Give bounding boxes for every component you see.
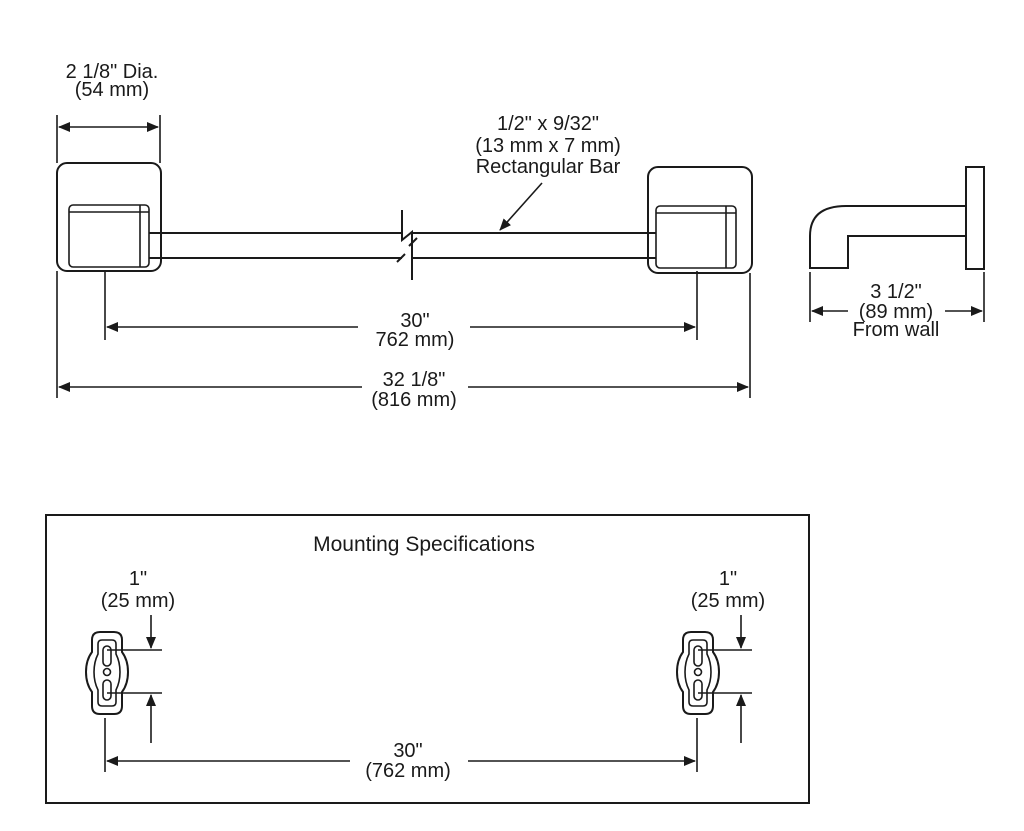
post-diameter-label-1: 2 1/8" Dia. (66, 61, 159, 83)
left-post-base (56, 162, 162, 272)
left-mounting-bracket (84, 631, 130, 715)
break-symbol (396, 210, 418, 280)
mounting-frame (45, 514, 810, 804)
centers-label-1: 30" (400, 310, 429, 332)
rectangular-bar-left (149, 232, 402, 259)
left-offset-label-2: (25 mm) (101, 590, 175, 612)
bar-size-label-2: (13 mm x 7 mm) (475, 135, 621, 157)
side-wall-plate (965, 166, 985, 270)
front-view: 2 1/8" Dia. (54 mm) 1/2" x 9/32" (13 mm … (56, 61, 753, 411)
mount-centers-label-1: 30" (393, 740, 422, 762)
mounting-title: Mounting Specifications (313, 533, 535, 556)
centers-label-2: 762 mm) (376, 329, 455, 351)
overall-label-1: 32 1/8" (383, 369, 446, 391)
bar-size-label-1: 1/2" x 9/32" (497, 113, 599, 135)
left-offset-label-1: 1" (129, 568, 147, 590)
bar-callout-leader (499, 182, 543, 231)
mount-centers-label-2: (762 mm) (365, 760, 451, 782)
side-arm-profile (809, 205, 966, 269)
overall-label-2: (816 mm) (371, 389, 457, 411)
right-mounting-bracket (675, 631, 721, 715)
post-diameter-label-2: (54 mm) (75, 79, 149, 101)
right-offset-label-2: (25 mm) (691, 590, 765, 612)
side-view: 3 1/2" (89 mm) From wall (809, 166, 985, 341)
right-offset-label-1: 1" (719, 568, 737, 590)
projection-label-1: 3 1/2" (870, 281, 922, 303)
left-post-inner (68, 204, 150, 268)
projection-label-3: From wall (853, 319, 940, 341)
right-post-inner (655, 205, 737, 269)
projection-label-2: (89 mm) (859, 301, 933, 323)
bar-size-label-3: Rectangular Bar (476, 156, 621, 178)
rectangular-bar-right (413, 232, 656, 259)
mounting-specifications-panel: Mounting Specifications 1" (25 mm) (45, 514, 810, 804)
